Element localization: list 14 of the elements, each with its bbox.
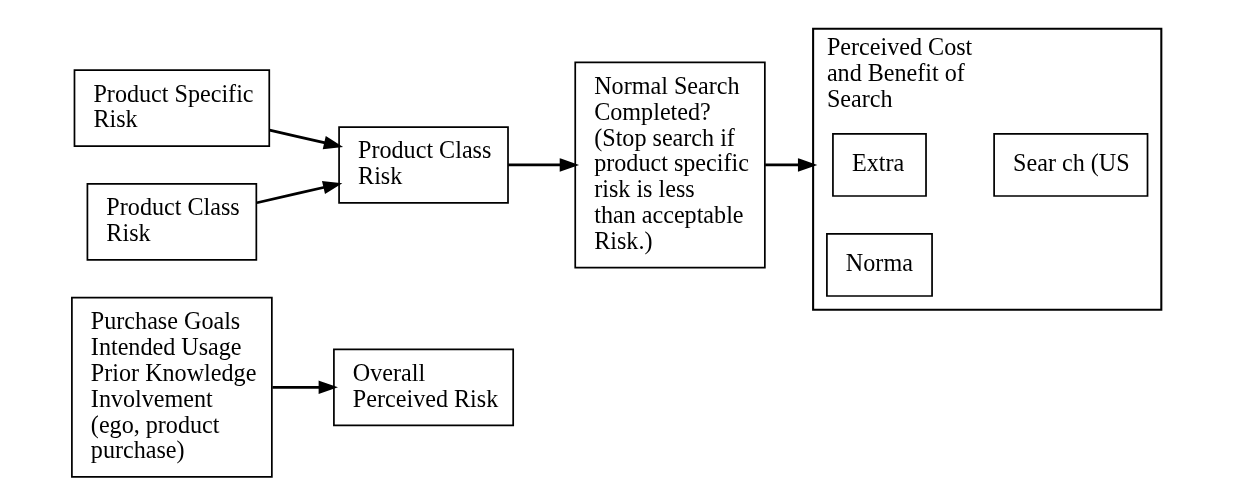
node-box: Extra (831, 133, 927, 197)
arrow (764, 158, 817, 172)
node-box: Product Specific Risk (73, 69, 270, 147)
node-box: Norma (825, 233, 933, 297)
node-box: Purchase Goals Intended Usage Prior Knowledge Involvement (ego, product purchase) (70, 296, 273, 478)
node-box: Overall Perceived Risk (332, 348, 514, 427)
node-box: Product Class Risk (86, 183, 257, 261)
node-box: Product Class Risk (337, 126, 509, 204)
node-box: Normal Search Completed? (Stop search if product specific risk is less than acceptable Risk.) (573, 61, 766, 269)
arrow (256, 180, 342, 205)
arrow (507, 158, 579, 172)
node-box: Sear ch (US (992, 133, 1148, 197)
arrow (268, 128, 343, 150)
arrow (271, 380, 338, 395)
